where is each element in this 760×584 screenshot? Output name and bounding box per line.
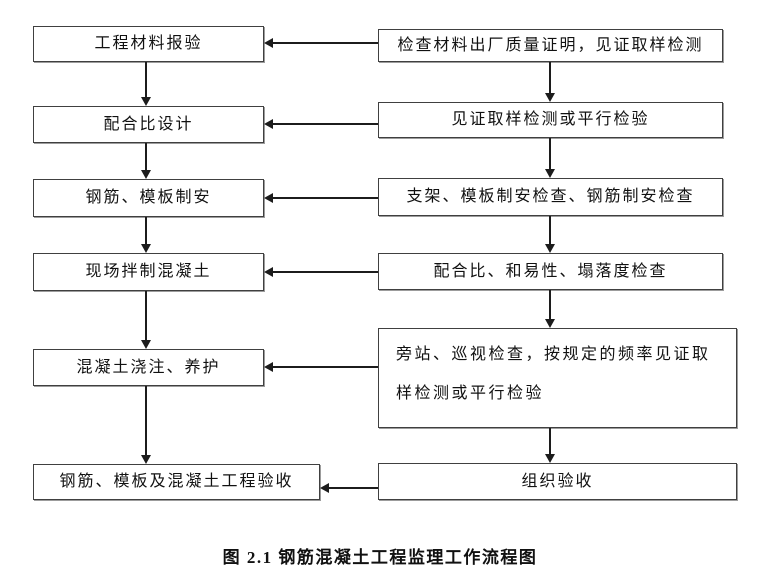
down-arrow-r5-r6: [545, 428, 555, 463]
flow-node-support-formwork-rebar-check: 支架、模板制安检查、钢筋制安检查: [378, 178, 723, 216]
flow-node-organize-acceptance: 组织验收: [378, 463, 737, 500]
flow-node-mix-workability-slump-check: 配合比、和易性、塌落度检查: [378, 253, 723, 290]
down-arrow-l2-l3: [141, 143, 151, 179]
left-arrow-r3-l3: [264, 193, 378, 203]
down-arrow-r3-r4: [545, 216, 555, 253]
flow-node-mix-ratio-design: 配合比设计: [33, 106, 264, 143]
flow-node-check-factory-certificate: 检查材料出厂质量证明，见证取样检测: [378, 29, 723, 62]
down-arrow-r2-r3: [545, 138, 555, 178]
down-arrow-r1-r2: [545, 62, 555, 102]
flow-node-material-inspection: 工程材料报验: [33, 26, 264, 62]
flow-node-final-acceptance: 钢筋、模板及混凝土工程验收: [33, 464, 320, 500]
flow-node-rebar-formwork-install: 钢筋、模板制安: [33, 179, 264, 217]
down-arrow-l5-l6: [141, 386, 151, 464]
figure-caption: 图 2.1 钢筋混凝土工程监理工作流程图: [222, 548, 538, 567]
down-arrow-l3-l4: [141, 217, 151, 253]
down-arrow-r4-r5: [545, 290, 555, 328]
flow-node-witness-sampling-test: 见证取样检测或平行检验: [378, 102, 723, 138]
left-arrow-r6-l6: [320, 483, 378, 493]
flow-node-concrete-pour-cure: 混凝土浇注、养护: [33, 349, 264, 386]
left-arrow-r2-l2: [264, 119, 378, 129]
flow-node-witness-patrol-inspection: 旁站、巡视检查，按规定的频率见证取 样检测或平行检验: [378, 328, 737, 428]
left-arrow-r1-l1: [264, 38, 378, 48]
left-arrow-r4-l4: [264, 267, 378, 277]
down-arrow-l1-l2: [141, 62, 151, 106]
down-arrow-l4-l5: [141, 291, 151, 349]
left-arrow-r5-l5: [264, 362, 378, 372]
flow-node-site-mixed-concrete: 现场拌制混凝土: [33, 253, 264, 291]
